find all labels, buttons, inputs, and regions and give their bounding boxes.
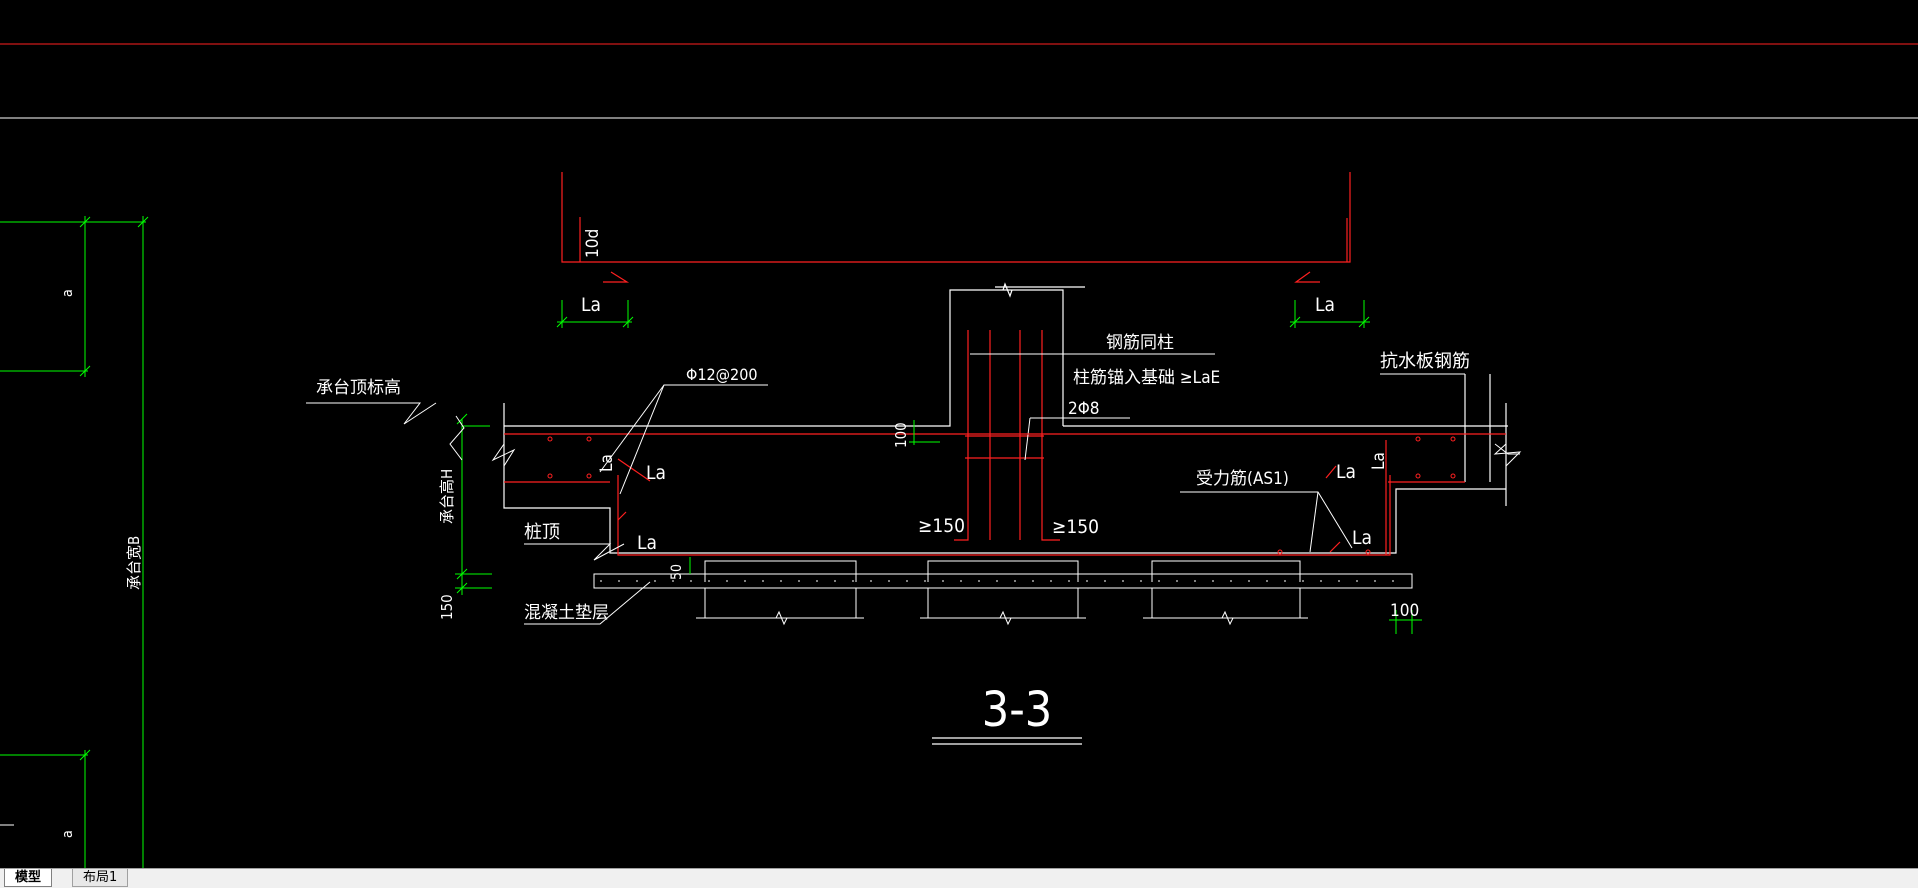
label-dim-150: 150 (438, 594, 456, 620)
label-ge150-right: ≥150 (1052, 516, 1099, 538)
cap-top-leader (306, 402, 437, 425)
column-reinforcement (954, 330, 1060, 541)
pile-top-leader (524, 543, 625, 561)
upper-slab-section (561, 172, 1351, 283)
label-cap-height: 承台高H (438, 469, 456, 524)
cap-height-dimensions (455, 413, 1422, 634)
pile-cap-outline (503, 282, 1508, 554)
phi12-leader-2 (599, 384, 665, 473)
label-ge150-left: ≥150 (918, 515, 965, 537)
label-steel-same-as-column: 钢筋同柱 (1106, 333, 1174, 353)
label-la-left-bottom: La (637, 532, 657, 554)
side-label-a-bottom: a (60, 830, 76, 838)
top-la-dimensions (556, 300, 1370, 328)
label-dim-100-bottom: 100 (1390, 601, 1419, 621)
cushion-leader (524, 581, 651, 625)
label-concrete-cushion: 混凝土垫层 (524, 603, 609, 623)
section-title: 3-3 (982, 682, 1053, 738)
side-label-cap-width: 承台宽B (125, 536, 143, 590)
concrete-cushion (593, 573, 1413, 589)
label-la-right-bottom: La (1352, 527, 1372, 549)
break-symbols (491, 443, 1522, 467)
label-two-phi8: 2Φ8 (1068, 399, 1100, 419)
layout-tab-bar: 模型 布局1 (0, 868, 1918, 888)
label-la-top-right: La (1315, 294, 1335, 316)
side-label-a-top: a (60, 289, 76, 297)
label-la-mid: La (646, 462, 666, 484)
label-water-slab-rebar: 抗水板钢筋 (1380, 351, 1470, 372)
tab-model[interactable]: 模型 (4, 869, 53, 887)
label-10d-hook: 10d (583, 229, 603, 258)
label-column-anchor: 柱筋锚入基础 ≥LaE (1073, 368, 1220, 388)
label-phi12-at-200: Φ12@200 (686, 365, 758, 384)
label-la-vertical-left: La (597, 454, 617, 472)
phi12-leader (619, 384, 768, 495)
cad-drawing-canvas[interactable]: a 承台宽B a 10d La La (0, 0, 1918, 868)
tab-layout1[interactable]: 布局1 (72, 869, 129, 887)
slab-reinforcement (504, 433, 1506, 556)
label-stress-rebar: 受力筋(AS1) (1196, 469, 1289, 489)
label-dim-50: 50 (669, 564, 685, 580)
rebar-dots (547, 436, 1456, 555)
label-la-top-left: La (581, 294, 601, 316)
stress-bar-leader (1180, 491, 1353, 549)
piles (696, 560, 1308, 626)
label-pile-top: 桩顶 (524, 522, 560, 543)
cap-left-break (449, 415, 465, 461)
anchor-leader-2 (1024, 417, 1031, 461)
label-la-right-top: La (1336, 461, 1356, 483)
label-dim-100-top: 100 (892, 422, 910, 448)
left-side-dimensions (0, 216, 149, 868)
label-la-vertical-right: La (1369, 452, 1389, 470)
stress-bar-leader-2 (1309, 491, 1319, 553)
label-cap-top-elevation: 承台顶标高 (316, 378, 401, 398)
